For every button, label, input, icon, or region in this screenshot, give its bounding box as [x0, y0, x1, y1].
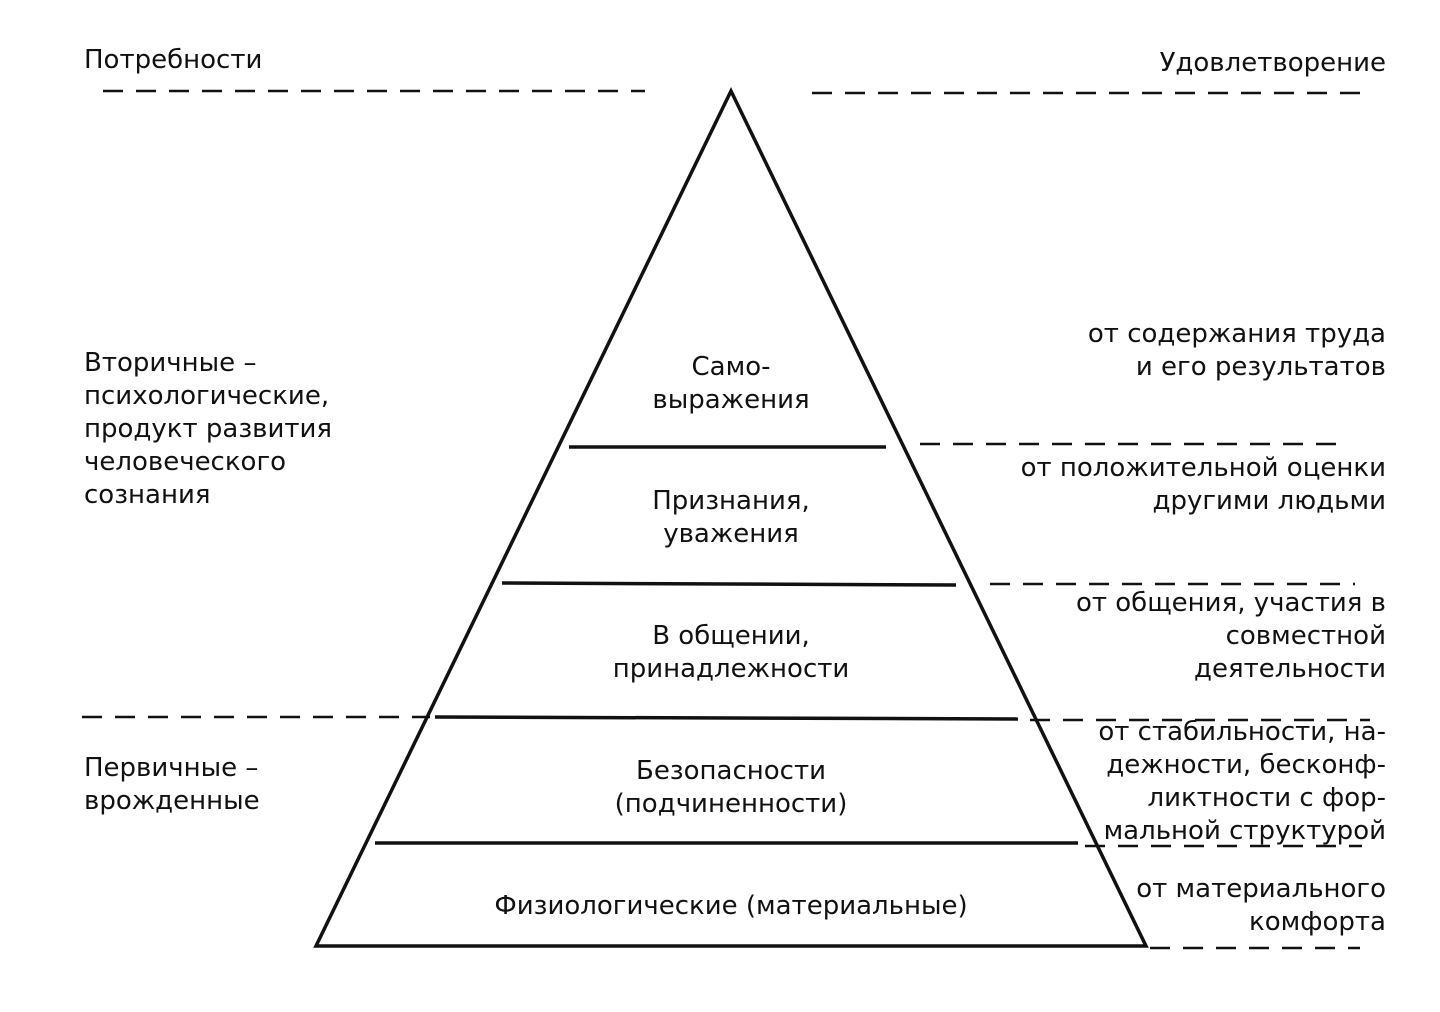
satisfaction-line: дежности, бесконф-: [1106, 750, 1386, 780]
satisfaction-line: от материального: [1136, 874, 1386, 904]
primary-line: врожденные: [84, 786, 260, 816]
pyramid-level-safety: Безопасности (подчиненности): [615, 755, 848, 821]
secondary-line: Вторичные –: [84, 348, 257, 378]
level-label-line: В общении,: [652, 621, 810, 651]
primary-line: Первичные –: [84, 753, 259, 783]
pyramid-divider-3: [434, 715, 1019, 721]
satisfaction-line: от общения, участия в: [1075, 588, 1386, 618]
satisfaction-line: от стабильности, на-: [1098, 717, 1386, 747]
satisfaction-physiological: от материального комфорта: [1136, 873, 1386, 939]
satisfaction-line: мальной структурой: [1103, 816, 1386, 846]
secondary-line: психологические,: [84, 381, 330, 411]
secondary-needs-label: Вторичные – психологические, продукт раз…: [84, 347, 332, 512]
satisfaction-header: Удовлетворение: [1159, 48, 1386, 78]
level-label-line: выражения: [652, 385, 810, 415]
level-label-line: Само-: [691, 352, 771, 382]
pyramid-level-belonging: В общении, принадлежности: [613, 620, 850, 686]
satisfaction-line: другими людьми: [1152, 486, 1386, 516]
level-label-line: принадлежности: [612, 654, 850, 684]
secondary-line: сознания: [84, 480, 211, 510]
satisfaction-line: комфорта: [1249, 907, 1386, 937]
needs-header: Потребности: [84, 45, 263, 75]
satisfaction-line: от положительной оценки: [1020, 453, 1386, 483]
level-label-line: (подчиненности): [614, 789, 848, 819]
satisfaction-recognition: от положительной оценки другими людьми: [1021, 452, 1386, 518]
pyramid-level-recognition: Признания, уважения: [652, 485, 810, 551]
satisfaction-line: и его результатов: [1135, 352, 1386, 382]
pyramid-level-physiological: Физиологические (материальные): [494, 890, 967, 923]
level-label-line: Физиологические (материальные): [494, 891, 968, 921]
primary-needs-label: Первичные – врожденные: [84, 752, 260, 818]
satisfaction-line: деятельности: [1194, 654, 1386, 684]
pyramid-divider-2: [501, 581, 957, 587]
level-label-line: Признания,: [652, 486, 810, 516]
satisfaction-self-expression: от содержания труда и его результатов: [1088, 318, 1386, 384]
pyramid-level-self-expression: Само- выражения: [652, 351, 809, 417]
level-label-line: Безопасности: [635, 756, 827, 786]
level-label-line: уважения: [663, 519, 799, 549]
pyramid-outline: [313, 86, 1149, 948]
satisfaction-belonging: от общения, участия в совместной деятель…: [1076, 587, 1386, 686]
satisfaction-line: от содержания труда: [1087, 319, 1386, 349]
satisfaction-safety: от стабильности, на- дежности, бесконф- …: [1098, 716, 1386, 848]
satisfaction-line: ликтности с фор-: [1147, 783, 1386, 813]
secondary-line: продукт развития: [84, 414, 333, 444]
satisfaction-line: совместной: [1225, 621, 1386, 651]
secondary-line: человеческого: [84, 447, 287, 477]
